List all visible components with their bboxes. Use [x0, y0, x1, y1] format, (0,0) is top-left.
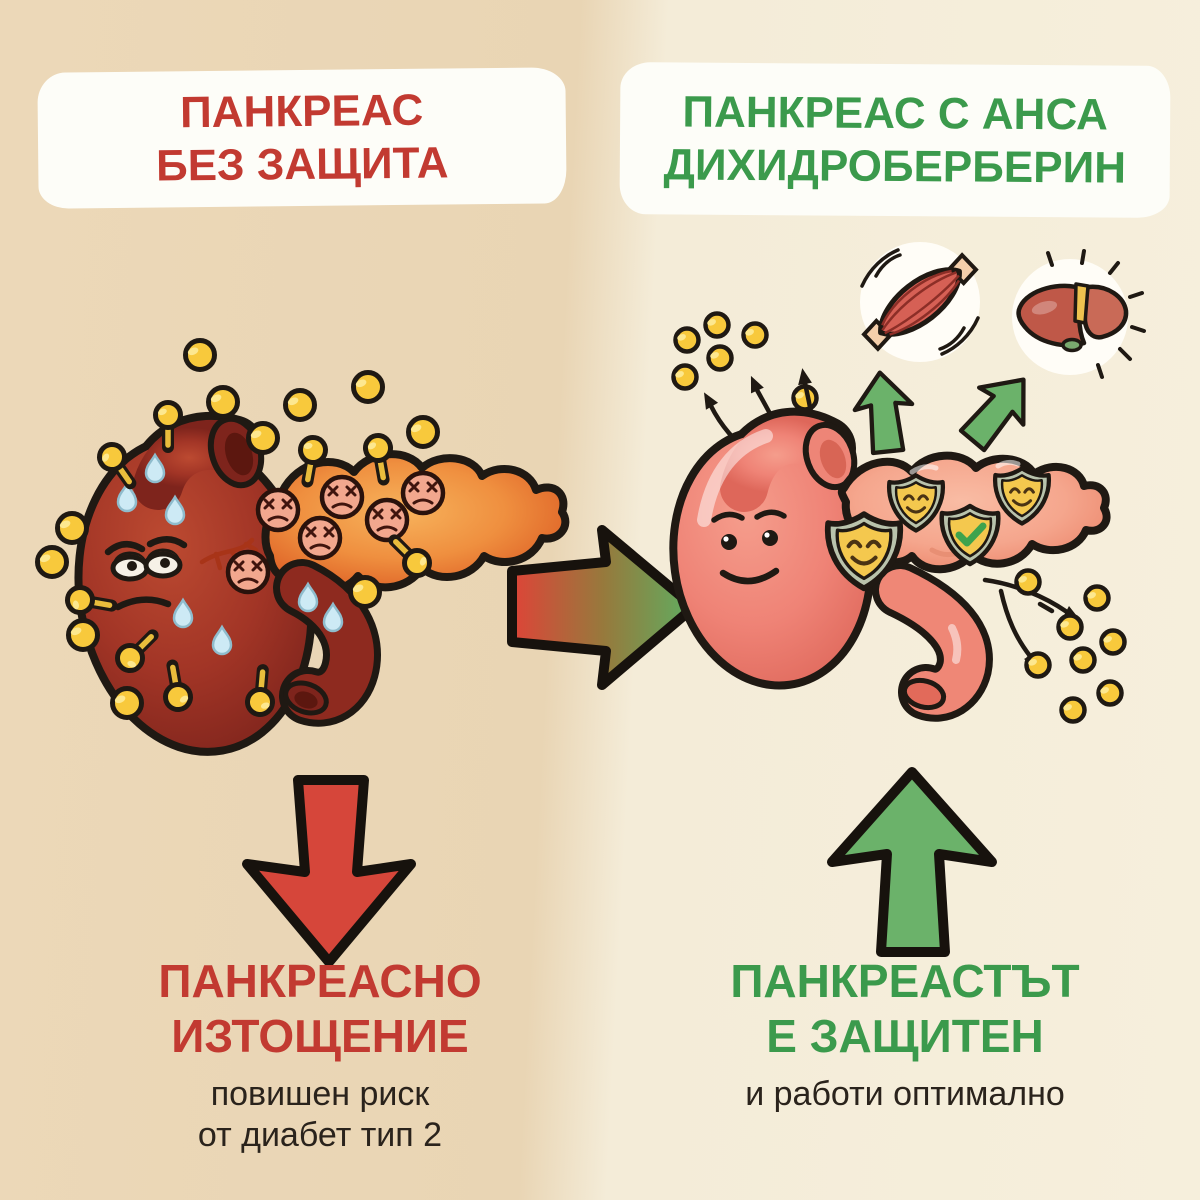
glucose-spike-icon [246, 669, 275, 716]
left-title-line2: БЕЗ ЗАЩИТА [155, 138, 449, 191]
sweat-drop-icon [297, 582, 319, 613]
glucose-ball-icon [794, 387, 817, 410]
right-heading-line2: Е ЗАЩИТЕН [766, 1010, 1044, 1062]
glucose-ball-icon [351, 578, 380, 607]
glucose-balls [38, 341, 438, 718]
glucose-absorbed-cluster [982, 571, 1125, 722]
dead-cell-face-icon [367, 500, 407, 540]
small-arrow-head [1024, 652, 1044, 674]
glucose-spike-icon [295, 436, 327, 484]
shield-smiley-icon [995, 468, 1049, 523]
benefit-arrow-icon [950, 361, 1045, 459]
glucose-ball-icon [1102, 631, 1125, 654]
glucose-ball-icon [58, 514, 87, 543]
dead-cell-face-icon [300, 518, 340, 558]
shield-smiley-icon [828, 514, 900, 588]
left-title-line1: ПАНКРЕАС [179, 85, 424, 138]
left-heading-line1: ПАНКРЕАСНО [158, 955, 482, 1007]
glucose-ball-icon [113, 689, 142, 718]
right-heading-line1: ПАНКРЕАСТЪТ [730, 955, 1080, 1007]
glucose-ball-icon [744, 324, 767, 347]
small-arrow-head [1062, 606, 1084, 626]
glucose-ball-icon [1062, 699, 1085, 722]
dead-cell-face-icon [322, 477, 362, 517]
glucose-used-cluster [674, 314, 821, 465]
glucose-spike-icon [156, 403, 181, 448]
right-caption: ПАНКРЕАСТЪТ Е ЗАЩИТЕН и работи оптимално [640, 954, 1170, 1115]
sweat-drop-icon [322, 602, 344, 633]
glucose-ball-icon [1099, 682, 1122, 705]
pancreas-body-happy [837, 451, 1111, 574]
pancreas-tail-sad [273, 559, 381, 727]
glucose-ball-icon [209, 388, 238, 417]
glucose-ball-icon [286, 391, 315, 420]
glucose-ball-icon [249, 424, 278, 453]
vein-lines [199, 537, 259, 571]
glucose-ball-icon [1017, 571, 1040, 594]
glucose-ball-icon [69, 621, 98, 650]
small-arrow-head [795, 366, 812, 386]
dead-cell-face-icon [258, 490, 298, 530]
benefit-arrow-icon [851, 370, 917, 455]
glucose-ball-icon [186, 341, 215, 370]
glucose-ball-icon [409, 418, 438, 447]
small-arrow-head [697, 388, 719, 410]
shield-smiley-icon [889, 475, 943, 530]
glucose-spike-icon [112, 627, 161, 676]
liver-icon [1012, 249, 1146, 379]
transition-arrow-icon [507, 525, 699, 690]
right-subtext: и работи оптимално [640, 1074, 1170, 1115]
right-title-box: ПАНКРЕАС С АНСА ДИХИДРОБЕРБЕРИН [619, 62, 1171, 218]
glucose-ball-icon [709, 347, 732, 370]
left-caption: ПАНКРЕАСНО ИЗТОЩЕНИЕ повишен риск от диа… [30, 954, 610, 1156]
muscle-icon [860, 242, 980, 362]
green-up-arrow-icon [827, 767, 997, 957]
sweat-drops [116, 453, 344, 656]
glucose-spike-icon [364, 434, 396, 482]
glucose-ball-icon [1059, 616, 1082, 639]
glucose-spike-icon [160, 663, 192, 711]
glucose-spike-icon [386, 532, 435, 581]
glucose-ball-icon [1072, 649, 1095, 672]
left-title-box: ПАНКРЕАС БЕЗ ЗАЩИТА [37, 67, 567, 209]
small-arrow-head [744, 373, 764, 394]
sweat-drop-icon [172, 598, 194, 629]
dead-cell-faces [228, 473, 443, 592]
glucose-ball-icon [354, 373, 383, 402]
sweat-drop-icon [116, 482, 138, 513]
glucose-ball-icon [1086, 587, 1109, 610]
dead-cell-face-icon [403, 473, 443, 513]
pancreas-head-sad [74, 411, 316, 756]
glucose-ball-icon [674, 366, 697, 389]
right-subtext-line1: и работи оптимално [745, 1075, 1065, 1113]
happy-face [711, 509, 787, 585]
glucose-spike-icon [95, 440, 141, 491]
left-subtext-line2: от диабет тип 2 [197, 1116, 443, 1154]
left-subtext: повишен риск от диабет тип 2 [30, 1074, 610, 1156]
glucose-ball-icon [676, 329, 699, 352]
right-title-line1: ПАНКРЕАС С АНСА [682, 87, 1109, 140]
red-down-arrow-shape [242, 775, 416, 967]
right-title-line2: ДИХИДРОБЕРБЕРИН [663, 140, 1127, 193]
sweat-drop-icon [144, 453, 166, 484]
glucose-ball-icon [706, 314, 729, 337]
left-heading-line2: ИЗТОЩЕНИЕ [171, 1010, 469, 1062]
red-down-arrow-icon [242, 775, 416, 967]
green-up-arrow-shape [827, 767, 997, 957]
sad-face [104, 536, 188, 611]
glucose-spike-icon [66, 586, 114, 618]
shield-check-icon [942, 506, 999, 564]
dead-cell-face-icon [228, 552, 268, 592]
sweat-drop-icon [211, 625, 233, 656]
protection-shields [828, 468, 1049, 588]
pancreas-tail-happy [872, 562, 993, 722]
glucose-ball-icon [38, 548, 67, 577]
glucose-spikes [66, 403, 435, 716]
left-subtext-line1: повишен риск [210, 1075, 430, 1113]
glucose-ball-icon [1027, 654, 1050, 677]
sweat-drop-icon [164, 495, 186, 526]
